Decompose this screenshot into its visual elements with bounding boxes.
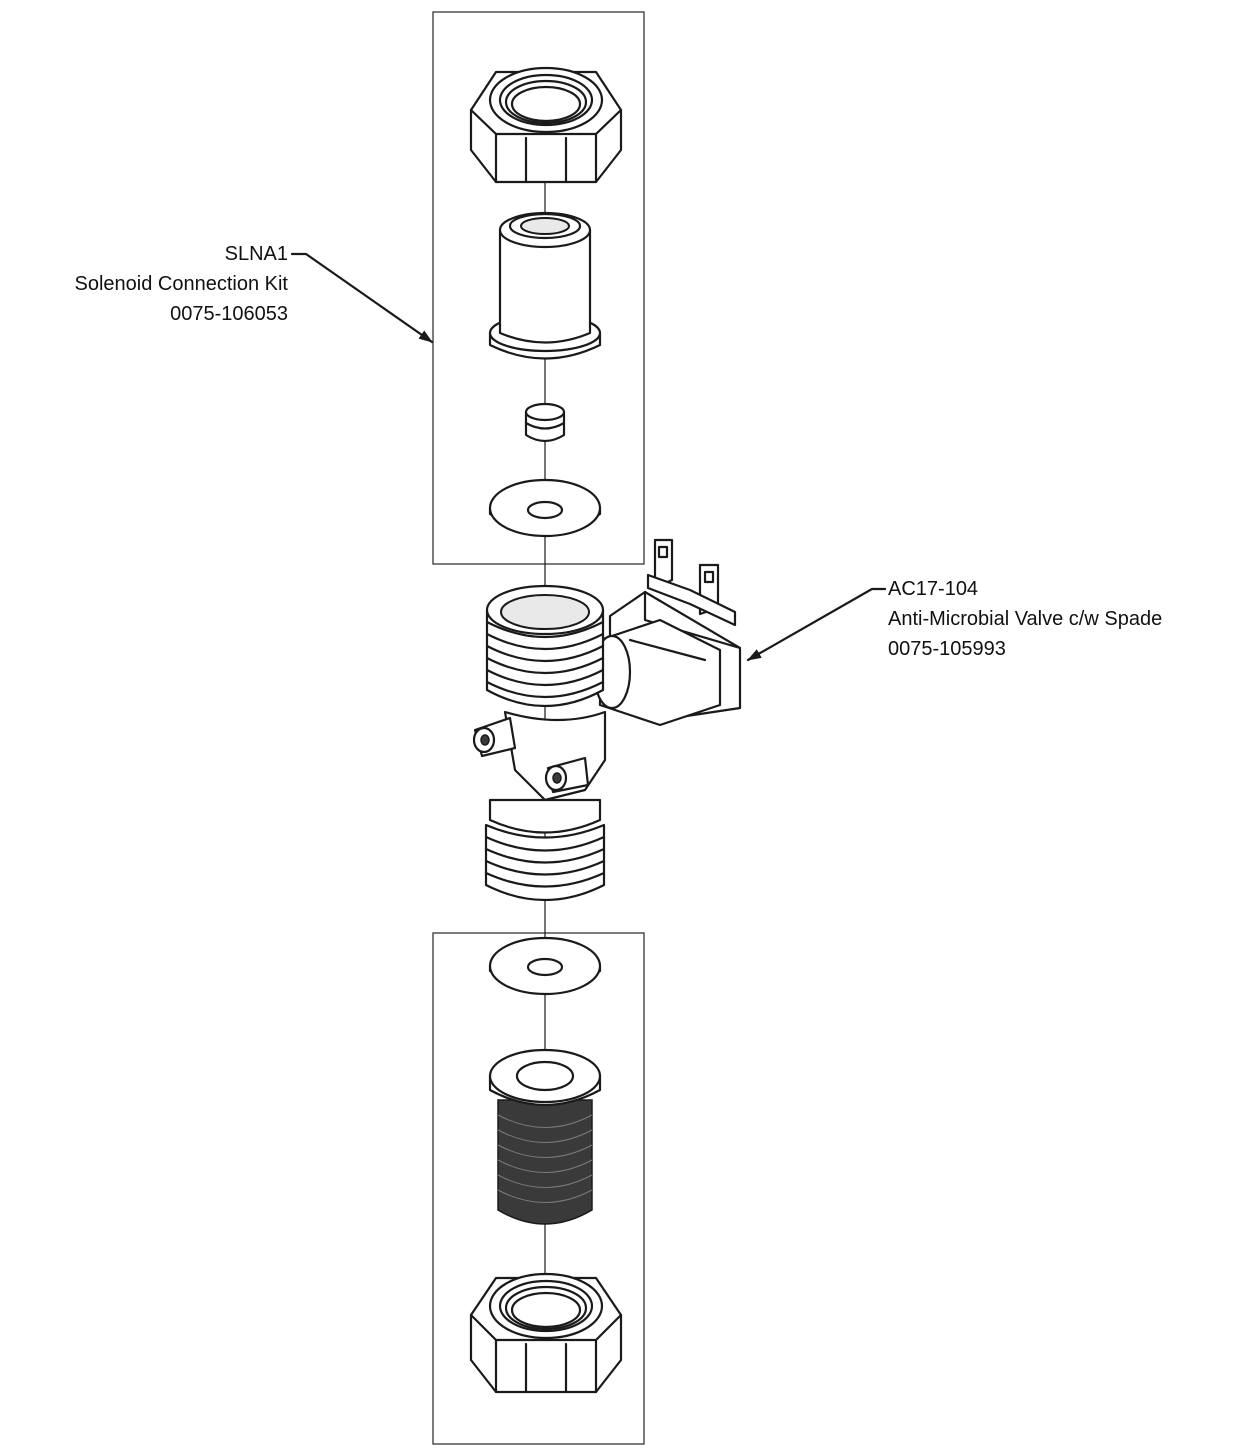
small-insert	[524, 402, 566, 443]
callout-valve-name: Anti-Microbial Valve c/w Spade	[888, 608, 1163, 630]
bottom-washer	[488, 936, 602, 996]
callout-valve-part-number: 0075-105993	[888, 638, 1006, 660]
callout-valve-code: AC17-104	[888, 578, 979, 600]
callout-valve: AC17-104 Anti-Microbial Valve c/w Spade …	[888, 574, 1162, 664]
callout-leader-top	[290, 252, 434, 344]
bottom-threaded-tail	[488, 1048, 602, 1225]
top-hex-nut	[469, 66, 623, 184]
bottom-hex-nut	[469, 1272, 623, 1394]
top-washer	[488, 478, 602, 538]
top-tail-sleeve	[488, 211, 602, 360]
callout-kit-part-number: 0075-106053	[170, 303, 288, 325]
callout-leader-valve	[746, 587, 887, 662]
bottom-kit-box	[432, 932, 645, 1445]
callout-connection-kit: SLNA1 Solenoid Connection Kit 0075-10605…	[75, 239, 288, 329]
callout-kit-code: SLNA1	[224, 243, 288, 265]
solenoid-valve	[472, 538, 742, 902]
top-kit-box	[432, 11, 645, 565]
callout-kit-name: Solenoid Connection Kit	[74, 273, 288, 295]
